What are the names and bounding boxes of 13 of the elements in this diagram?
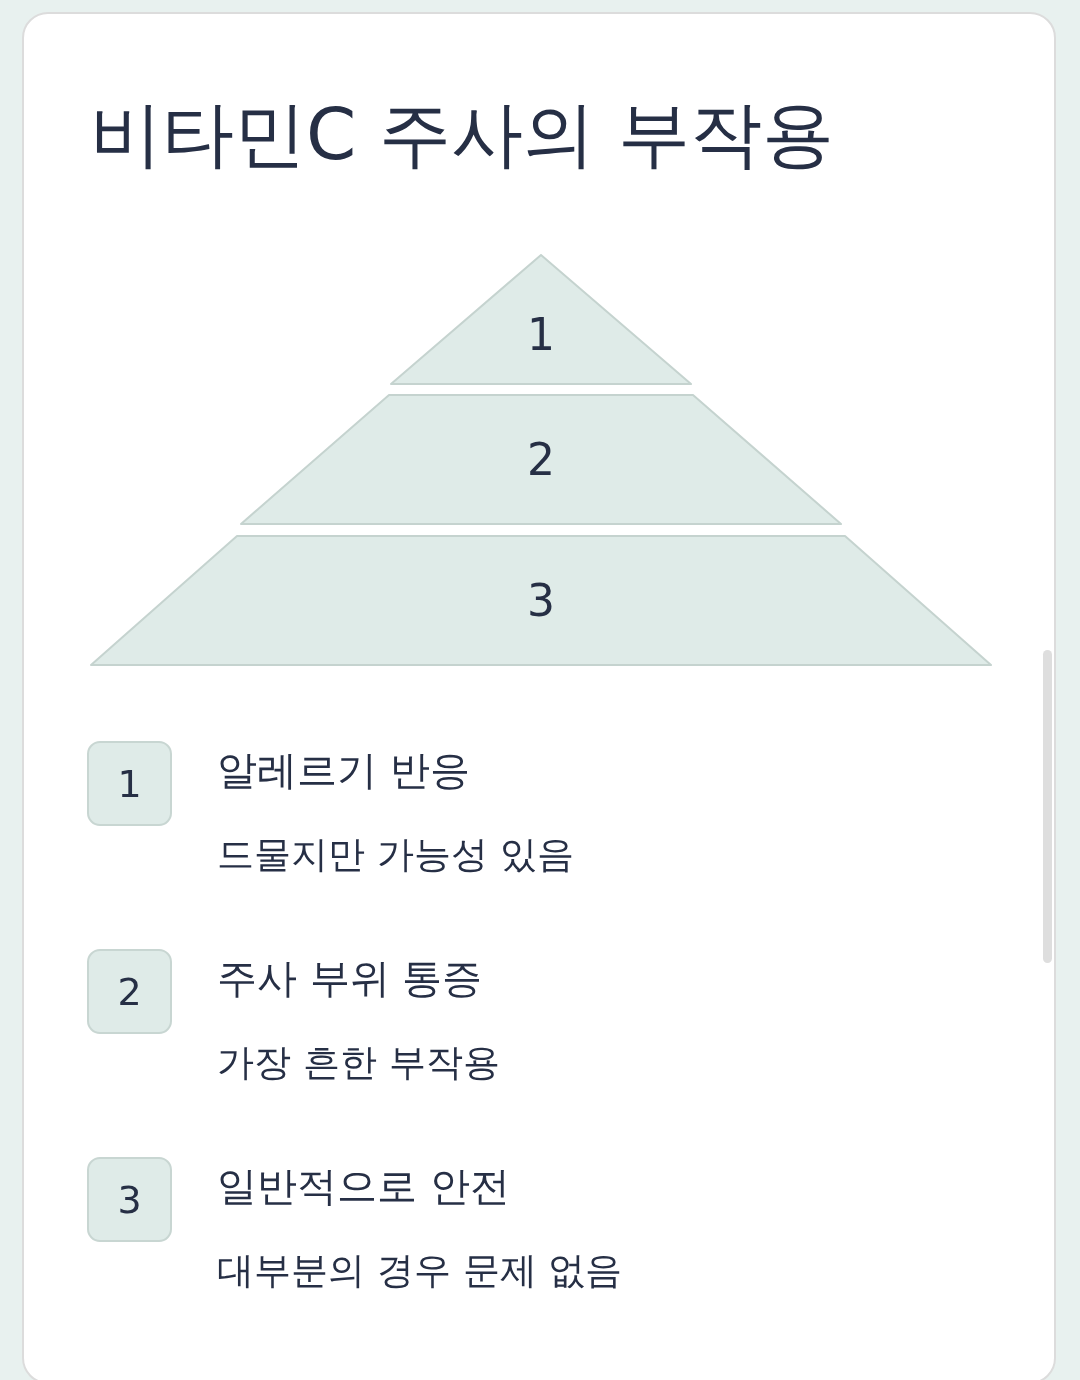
pyramid-tier: 1: [390, 254, 692, 385]
item-description: 드물지만 가능성 있음: [217, 832, 574, 878]
item-heading: 알레르기 반응: [217, 746, 470, 795]
number-badge: 2: [87, 949, 172, 1034]
item-heading: 일반적으로 안전: [217, 1162, 510, 1211]
number-badge: 3: [87, 1157, 172, 1242]
item-heading: 주사 부위 통증: [217, 954, 483, 1003]
pyramid-tier: 2: [240, 394, 842, 525]
item-description: 가장 흔한 부작용: [217, 1040, 500, 1086]
pyramid-tier: 3: [90, 535, 992, 666]
item-description: 대부분의 경우 문제 없음: [217, 1248, 623, 1294]
number-badge: 1: [87, 741, 172, 826]
title: 비타민C 주사의 부작용: [90, 91, 835, 178]
